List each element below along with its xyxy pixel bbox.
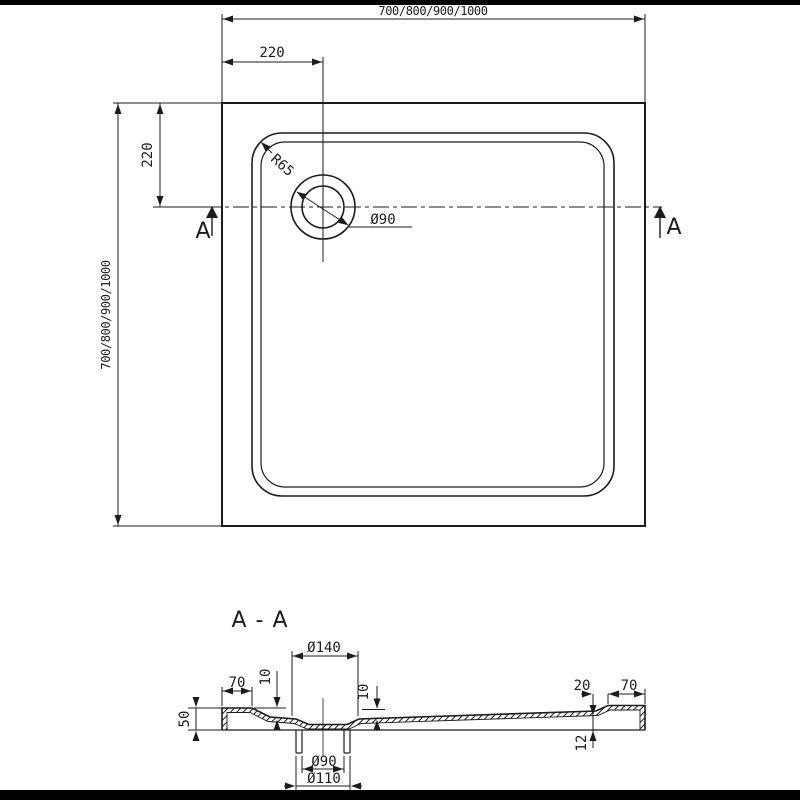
radius-leader — [261, 142, 273, 154]
tray-height-label: 50 — [177, 711, 193, 728]
recess-diameter-label: Ø140 — [307, 640, 341, 656]
rim-width-right-label: 70 — [621, 678, 638, 694]
dim-arrow — [322, 208, 349, 226]
dim-outer-height-label: 700/800/900/1000 — [99, 260, 113, 369]
dim-outer-width-label: 700/800/900/1000 — [378, 4, 487, 18]
dim-arrow — [296, 191, 324, 210]
corner-radius-label: R65 — [267, 151, 297, 180]
drain-recess-circle — [290, 174, 356, 240]
section-profile-outline — [221, 704, 646, 730]
section-marker-right-label: A — [666, 215, 681, 240]
tray-inner-rim-outer — [251, 132, 615, 497]
section-view: A - A — [177, 608, 646, 790]
section-marker-left-label: A — [195, 219, 210, 244]
drain-spigot — [295, 729, 351, 754]
drain-hole-diameter-label: Ø90 — [311, 754, 336, 770]
bottom-edge-bar — [0, 790, 800, 800]
depth-right-label: 10 — [356, 684, 372, 701]
tray-outer-edge — [221, 102, 646, 527]
top-view: 700/800/900/1000 220 220 700/800/900/100… — [99, 4, 682, 527]
section-extension-lines — [188, 651, 646, 790]
section-marker-left: A — [195, 206, 218, 244]
rim-width-left-label: 70 — [229, 675, 246, 691]
dim-drain-offset-y-label: 220 — [140, 142, 156, 167]
step-width-label: 20 — [574, 678, 591, 694]
drain-flange-diameter-label: Ø110 — [307, 771, 341, 787]
section-arrow-icon — [206, 206, 218, 218]
section-marker-right: A — [654, 206, 682, 240]
tray-inner-rim-inner — [260, 141, 605, 488]
section-arrow-icon — [654, 206, 666, 218]
depth-left-label: 10 — [258, 669, 274, 686]
drain-diameter-label: Ø90 — [370, 212, 395, 228]
drain-hole-circle — [301, 185, 345, 229]
section-title: A - A — [231, 608, 288, 633]
dim-drain-offset-x-label: 220 — [259, 45, 284, 61]
top-edge-bar — [0, 0, 800, 5]
base-height-label: 12 — [574, 735, 590, 752]
